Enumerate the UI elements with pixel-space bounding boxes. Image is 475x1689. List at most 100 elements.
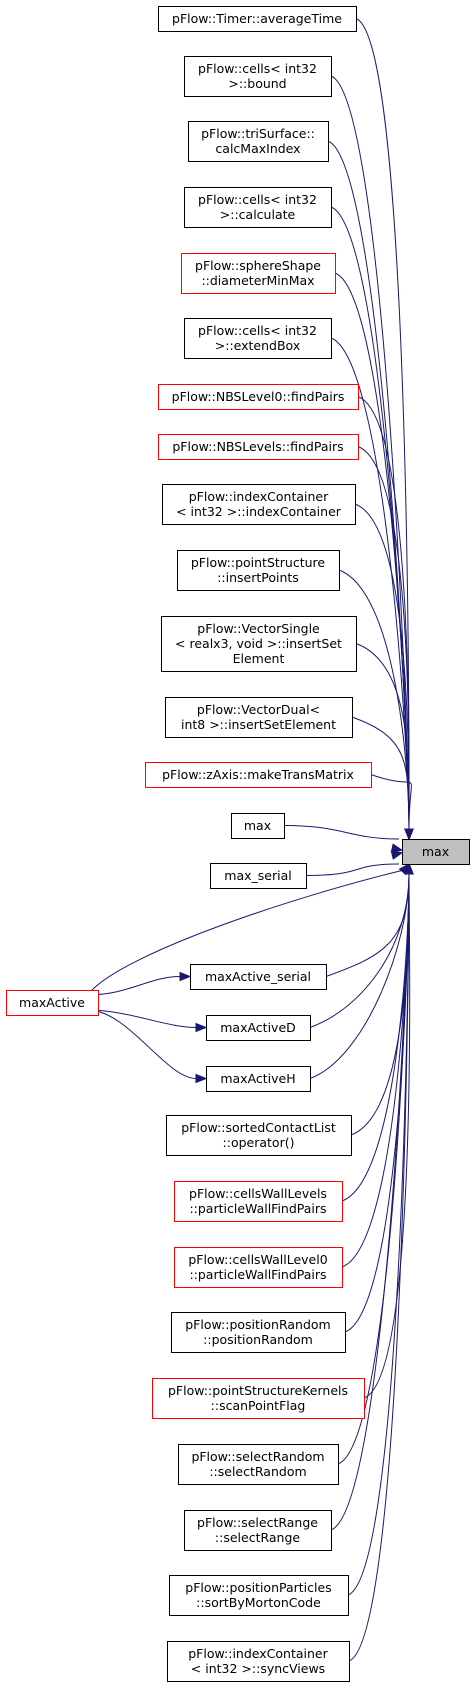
edge-selrandom-to-max bbox=[337, 873, 410, 1465]
node-label: pFlow::selectRange bbox=[197, 1515, 318, 1530]
node-label: pFlow::VectorDual< bbox=[197, 702, 320, 717]
arrowhead bbox=[404, 862, 414, 875]
node-label: >::extendBox bbox=[215, 338, 300, 353]
node-label: pFlow::positionRandom bbox=[185, 1317, 330, 1332]
node-label: pFlow::selectRandom bbox=[191, 1449, 324, 1464]
node-label: pFlow::cells< int32 bbox=[198, 61, 317, 76]
arrowhead bbox=[195, 1022, 208, 1033]
node-max2[interactable]: max bbox=[231, 813, 285, 839]
node-label: ::diameterMinMax bbox=[201, 273, 314, 288]
node-maxactiveh[interactable]: maxActiveH bbox=[206, 1066, 311, 1092]
node-syncviews[interactable]: pFlow::indexContainer< int32 >::syncView… bbox=[167, 1641, 350, 1682]
edge-cwlevels-to-max bbox=[341, 873, 410, 1202]
node-label: maxActive_serial bbox=[205, 969, 311, 984]
edge-syncviews-to-max bbox=[348, 873, 410, 1662]
node-maxactived[interactable]: maxActiveD bbox=[206, 1015, 311, 1041]
node-label: < realx3, void >::insertSet bbox=[175, 636, 342, 651]
edge-maxactiveserial-to-max bbox=[325, 873, 410, 977]
node-nbs0[interactable]: pFlow::NBSLevel0::findPairs bbox=[158, 384, 359, 410]
node-vecsingle[interactable]: pFlow::VectorSingle< realx3, void >::ins… bbox=[161, 616, 357, 672]
node-selrange[interactable]: pFlow::selectRange::selectRange bbox=[184, 1510, 332, 1551]
node-selrandom[interactable]: pFlow::selectRandom::selectRandom bbox=[178, 1444, 339, 1485]
node-label: pFlow::pointStructureKernels bbox=[168, 1383, 348, 1398]
node-sorted[interactable]: pFlow::sortedContactList::operator() bbox=[166, 1115, 352, 1156]
arrowhead bbox=[390, 850, 404, 860]
node-label: max bbox=[244, 818, 271, 833]
edge-maxactive-to-maxactiveserial bbox=[87, 976, 181, 996]
arrowhead bbox=[195, 1073, 208, 1084]
node-maxserial[interactable]: max_serial bbox=[210, 863, 307, 889]
arrowhead bbox=[404, 828, 414, 841]
node-pskernels[interactable]: pFlow::pointStructureKernels::scanPointF… bbox=[152, 1378, 365, 1419]
node-vecdual[interactable]: pFlow::VectorDual<int8 >::insertSetEleme… bbox=[165, 697, 353, 738]
edge-selrange-to-max bbox=[330, 873, 410, 1531]
node-extendbox[interactable]: pFlow::cells< int32>::extendBox bbox=[184, 318, 332, 359]
node-posparticles[interactable]: pFlow::positionParticles::sortByMortonCo… bbox=[169, 1575, 349, 1616]
node-cwlevels[interactable]: pFlow::cellsWallLevels::particleWallFind… bbox=[174, 1181, 343, 1222]
node-label: ::particleWallFindPairs bbox=[189, 1201, 326, 1216]
node-label: pFlow::indexContainer bbox=[189, 489, 329, 504]
edge-vecdual-to-max bbox=[351, 716, 410, 830]
node-maxactiveserial[interactable]: maxActive_serial bbox=[190, 964, 327, 990]
node-label: pFlow::Timer::averageTime bbox=[172, 11, 342, 26]
node-label: pFlow::zAxis::makeTransMatrix bbox=[162, 767, 354, 782]
node-label: max bbox=[422, 844, 449, 859]
node-zaxis[interactable]: pFlow::zAxis::makeTransMatrix bbox=[145, 762, 372, 788]
node-label: >::bound bbox=[228, 76, 286, 91]
node-label: pFlow::sphereShape bbox=[195, 258, 321, 273]
node-label: pFlow::cells< int32 bbox=[198, 323, 317, 338]
node-bound[interactable]: pFlow::cells< int32>::bound bbox=[184, 56, 332, 97]
node-label: ::operator() bbox=[223, 1135, 295, 1150]
node-label: < int32 >::syncViews bbox=[191, 1661, 325, 1676]
node-label: pFlow::indexContainer bbox=[188, 1646, 328, 1661]
edge-maxactive-to-maxactived bbox=[87, 1009, 197, 1028]
node-posrandom[interactable]: pFlow::positionRandom::positionRandom bbox=[171, 1312, 346, 1353]
node-label: pFlow::positionParticles bbox=[185, 1580, 331, 1595]
node-label: ::particleWallFindPairs bbox=[189, 1267, 326, 1282]
edge-max2-to-max bbox=[283, 825, 400, 840]
node-avgtime[interactable]: pFlow::Timer::averageTime bbox=[158, 6, 357, 32]
node-label: pFlow::VectorSingle bbox=[197, 621, 320, 636]
edge-zaxis-to-max bbox=[370, 774, 412, 830]
edge-maxactived-to-max bbox=[309, 873, 410, 1028]
node-nbss[interactable]: pFlow::NBSLevels::findPairs bbox=[158, 434, 359, 460]
node-label: pFlow::cellsWallLevels bbox=[189, 1186, 327, 1201]
node-label: maxActiveD bbox=[220, 1020, 296, 1035]
edge-posparticles-to-max bbox=[347, 873, 410, 1596]
node-label: pFlow::cellsWallLevel0 bbox=[188, 1252, 327, 1267]
target-node-max[interactable]: max bbox=[402, 839, 470, 865]
node-label: calcMaxIndex bbox=[215, 141, 300, 156]
edges bbox=[87, 18, 414, 1662]
node-label: maxActive bbox=[19, 995, 85, 1010]
node-calculate[interactable]: pFlow::cells< int32>::calculate bbox=[184, 187, 332, 228]
edge-maxactiveh-to-max bbox=[309, 873, 410, 1079]
node-label: ::selectRandom bbox=[209, 1464, 306, 1479]
node-label: pFlow::NBSLevels::findPairs bbox=[172, 439, 343, 454]
nodes: max pFlow::Timer::averageTimepFlow::cells… bbox=[6, 6, 470, 1682]
node-label: ::selectRange bbox=[215, 1530, 300, 1545]
edge-pskernels-to-max bbox=[363, 873, 411, 1399]
node-label: max_serial bbox=[224, 868, 291, 883]
node-label: int8 >::insertSetElement bbox=[181, 717, 336, 732]
node-indexcont[interactable]: pFlow::indexContainer< int32 >::indexCon… bbox=[162, 484, 356, 525]
node-label: pFlow::sortedContactList bbox=[181, 1120, 336, 1135]
node-calcmax[interactable]: pFlow::triSurface::calcMaxIndex bbox=[188, 121, 329, 162]
node-label: < int32 >::indexContainer bbox=[176, 504, 342, 519]
node-label: maxActiveH bbox=[220, 1071, 295, 1086]
node-label: Element bbox=[233, 651, 285, 666]
node-label: pFlow::triSurface:: bbox=[201, 126, 315, 141]
node-diameter[interactable]: pFlow::sphereShape::diameterMinMax bbox=[181, 253, 336, 294]
node-label: pFlow::cells< int32 bbox=[198, 192, 317, 207]
node-label: ::scanPointFlag bbox=[211, 1398, 306, 1413]
arrowhead bbox=[179, 971, 192, 982]
node-cwlevel0[interactable]: pFlow::cellsWallLevel0::particleWallFind… bbox=[174, 1247, 343, 1288]
node-insertpoints[interactable]: pFlow::pointStructure::insertPoints bbox=[177, 550, 340, 591]
node-label: pFlow::NBSLevel0::findPairs bbox=[172, 389, 345, 404]
node-label: ::positionRandom bbox=[203, 1332, 313, 1347]
edge-maxserial-to-max bbox=[305, 863, 400, 876]
node-label: ::insertPoints bbox=[217, 570, 299, 585]
node-maxactive[interactable]: maxActive bbox=[6, 990, 99, 1016]
node-label: pFlow::pointStructure bbox=[191, 555, 326, 570]
arrowhead bbox=[390, 843, 404, 853]
